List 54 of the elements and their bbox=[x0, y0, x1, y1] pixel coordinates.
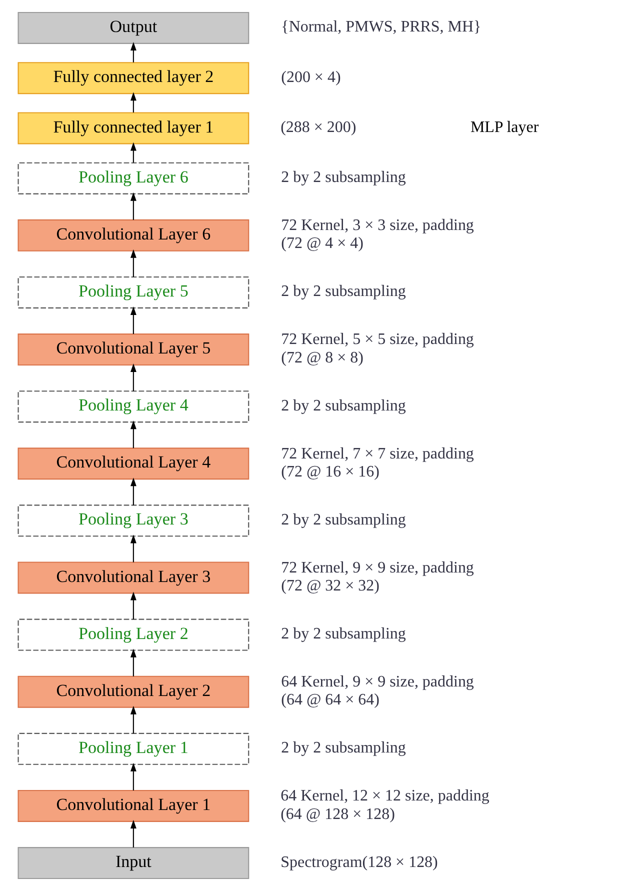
node-box: Input bbox=[18, 847, 250, 879]
node-label: 72 Kernel, 9 × 9 size, padding bbox=[281, 559, 474, 576]
node-label: (64 @ 128 × 128) bbox=[280, 806, 395, 823]
arrow bbox=[130, 706, 136, 734]
node-box: Convolutional Layer 3 bbox=[18, 562, 250, 594]
node-label: 2 by 2 subsampling bbox=[281, 283, 406, 300]
arrow bbox=[130, 762, 136, 790]
node-label: (200 × 4) bbox=[281, 68, 341, 86]
node-label: 64 Kernel, 9 × 9 size, padding bbox=[281, 674, 474, 691]
node-label: 2 by 2 subsampling bbox=[281, 169, 406, 186]
node-label: (72 @ 8 × 8) bbox=[281, 349, 364, 366]
arrow bbox=[130, 534, 136, 562]
node-box: Output bbox=[18, 12, 250, 44]
node-label: Spectrogram(128 × 128) bbox=[280, 854, 438, 871]
node-box: Fully connected layer 2 bbox=[18, 62, 250, 94]
node-label: 2 by 2 subsampling bbox=[281, 397, 406, 414]
label: MLP layer bbox=[470, 118, 539, 136]
node-label: (72 @ 4 × 4) bbox=[281, 235, 364, 252]
node-box: Pooling Layer 4 bbox=[18, 390, 250, 423]
arrow bbox=[130, 192, 136, 220]
node-label: 2 by 2 subsampling bbox=[281, 511, 406, 528]
node-box: Pooling Layer 6 bbox=[18, 162, 250, 194]
node-label: (64 @ 64 × 64) bbox=[281, 692, 380, 709]
node-box: Pooling Layer 1 bbox=[18, 732, 250, 765]
node-box: Pooling Layer 2 bbox=[18, 618, 250, 651]
node-box: Convolutional Layer 2 bbox=[18, 676, 250, 708]
node-box: Pooling Layer 5 bbox=[18, 276, 250, 308]
arrow bbox=[130, 820, 136, 848]
node-box: Convolutional Layer 4 bbox=[18, 448, 250, 480]
node-label: {Normal, PMWS, PRRS, MH} bbox=[281, 18, 482, 36]
node-box: Convolutional Layer 1 bbox=[18, 790, 250, 822]
node-box: Convolutional Layer 5 bbox=[18, 334, 250, 366]
arrow bbox=[130, 306, 136, 334]
arrow bbox=[130, 42, 136, 62]
arrow bbox=[130, 364, 136, 392]
node-label: (72 @ 32 × 32) bbox=[281, 578, 380, 595]
node-box: Pooling Layer 3 bbox=[18, 504, 250, 537]
node-label: 72 Kernel, 7 × 7 size, padding bbox=[281, 445, 474, 462]
arrow bbox=[130, 648, 136, 676]
node-box: Convolutional Layer 6 bbox=[18, 219, 250, 252]
node-label: 72 Kernel, 5 × 5 size, padding bbox=[281, 331, 474, 348]
arrow bbox=[130, 92, 136, 112]
arrow bbox=[130, 142, 136, 163]
arrow bbox=[130, 420, 136, 448]
node-label: 2 by 2 subsampling bbox=[281, 740, 406, 757]
arrow bbox=[130, 249, 136, 277]
node-label: (288 × 200) bbox=[280, 118, 356, 136]
node-label: 2 by 2 subsampling bbox=[281, 626, 406, 643]
node-label: (72 @ 16 × 16) bbox=[281, 463, 380, 480]
node-box: Fully connected layer 1 bbox=[18, 112, 250, 144]
node-label: 72 Kernel, 3 × 3 size, padding bbox=[281, 217, 474, 234]
node-label: 64 Kernel, 12 × 12 size, padding bbox=[280, 788, 490, 805]
arrow bbox=[130, 592, 136, 620]
arrow bbox=[130, 478, 136, 506]
